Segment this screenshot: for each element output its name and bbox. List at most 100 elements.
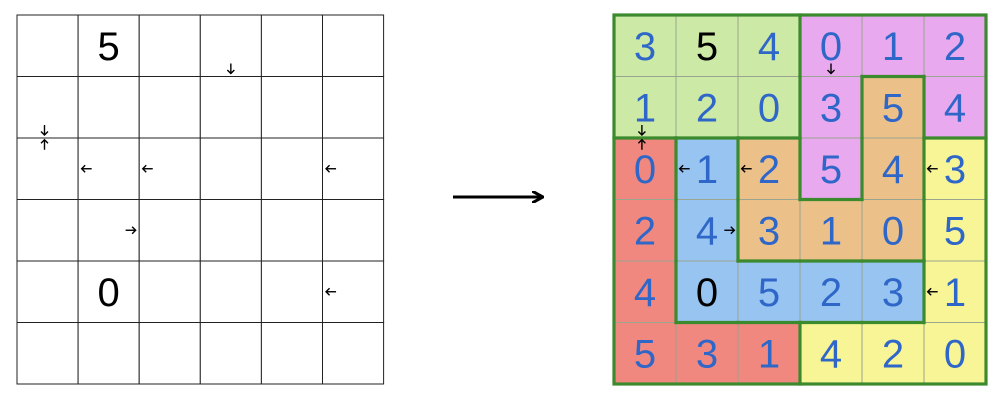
region-cell-blue[interactable] — [800, 261, 862, 323]
region-cell-pink[interactable] — [800, 138, 862, 200]
solved-digit: 3 — [696, 332, 718, 376]
arrow-left-icon — [325, 164, 337, 173]
region-cell-pink[interactable] — [924, 76, 986, 139]
grid-cell[interactable] — [322, 76, 385, 139]
grid-cell[interactable] — [77, 14, 140, 77]
grid-cell[interactable] — [260, 76, 323, 139]
solved-digit: 2 — [944, 25, 966, 69]
grid-cell[interactable] — [199, 76, 262, 139]
region-cell-yellow[interactable] — [924, 199, 986, 262]
grid-cell[interactable] — [16, 137, 79, 200]
grid-cell[interactable] — [16, 76, 79, 139]
region-cell-red[interactable] — [614, 261, 676, 323]
solved-digit: 0 — [882, 209, 904, 253]
grid-cell[interactable] — [260, 260, 323, 323]
region-cell-red[interactable] — [614, 322, 676, 385]
arrow-left-icon — [740, 164, 752, 173]
region-cell-yellow[interactable] — [800, 322, 862, 385]
arrow-down-icon — [637, 125, 646, 136]
solved-digit: 2 — [820, 271, 842, 315]
arrow-up-icon — [637, 138, 646, 150]
region-cell-blue[interactable] — [862, 261, 924, 323]
solved-digit: 1 — [820, 209, 842, 253]
arrow-left-icon — [80, 164, 92, 173]
grid-cell[interactable] — [16, 260, 79, 323]
region-cell-green[interactable] — [676, 76, 738, 139]
grid-cell[interactable] — [138, 322, 201, 385]
solved-digit: 4 — [820, 332, 842, 376]
grid-cell[interactable] — [199, 322, 262, 385]
solved-digit: 1 — [944, 271, 966, 315]
grid-cell[interactable] — [199, 260, 262, 323]
arrow-left-icon — [678, 164, 690, 173]
region-cell-green[interactable] — [614, 15, 676, 77]
region-cell-green[interactable] — [614, 76, 676, 139]
region-cell-red[interactable] — [738, 322, 800, 385]
grid-cell[interactable] — [260, 322, 323, 385]
solved-digit: 4 — [944, 86, 966, 130]
given-digit: 0 — [696, 271, 718, 315]
region-cell-green[interactable] — [676, 15, 738, 77]
arrow-right-icon — [724, 226, 736, 235]
grid-cell[interactable] — [260, 14, 323, 77]
solved-digit: 5 — [944, 209, 966, 253]
arrow-up-icon — [40, 138, 49, 150]
given-digit: 0 — [98, 271, 120, 315]
grid-cell[interactable] — [322, 199, 385, 262]
region-cell-red[interactable] — [614, 199, 676, 262]
region-cell-orange[interactable] — [862, 199, 924, 262]
arrow-down-icon — [226, 63, 235, 75]
grid-cell[interactable] — [322, 322, 385, 385]
arrow-down-icon — [827, 63, 835, 75]
region-cell-red[interactable] — [676, 322, 738, 385]
region-cell-green[interactable] — [738, 76, 800, 139]
grid-cell[interactable] — [138, 199, 201, 262]
grid-cell[interactable] — [16, 322, 79, 385]
solved-digit: 0 — [758, 86, 780, 130]
solution-arrows — [637, 63, 938, 296]
grid-cell[interactable] — [322, 14, 385, 77]
solved-digit: 1 — [696, 148, 718, 192]
region-cell-orange[interactable] — [862, 138, 924, 200]
solved-digit: 1 — [634, 86, 656, 130]
grid-cell[interactable] — [199, 137, 262, 200]
region-cell-orange[interactable] — [800, 199, 862, 262]
grid-cell[interactable] — [16, 14, 79, 77]
region-cell-yellow[interactable] — [924, 322, 986, 385]
grid-cell[interactable] — [77, 322, 140, 385]
solved-digit: 3 — [944, 148, 966, 192]
solved-digit: 4 — [882, 148, 904, 192]
grid-cell[interactable] — [138, 14, 201, 77]
grid-cell[interactable] — [16, 199, 79, 262]
arrow-down-icon — [40, 125, 49, 136]
solved-digit: 1 — [882, 25, 904, 69]
arrow-right-icon — [125, 226, 137, 235]
region-cell-pink[interactable] — [800, 76, 862, 139]
solved-digit: 2 — [882, 332, 904, 376]
grid-cell[interactable] — [260, 199, 323, 262]
given-digit: 5 — [696, 25, 718, 69]
region-cell-blue[interactable] — [738, 261, 800, 323]
solved-digit: 4 — [758, 25, 780, 69]
region-cell-red[interactable] — [614, 138, 676, 200]
arrow-left-icon — [141, 164, 153, 173]
region-cell-orange[interactable] — [862, 76, 924, 139]
region-cell-yellow[interactable] — [862, 322, 924, 385]
solved-digit: 4 — [696, 209, 718, 253]
region-cell-green[interactable] — [738, 15, 800, 77]
solved-digit: 2 — [634, 209, 656, 253]
solved-digit: 2 — [696, 86, 718, 130]
grid-cell[interactable] — [138, 76, 201, 139]
grid-cell[interactable] — [138, 260, 201, 323]
region-cell-blue[interactable] — [676, 261, 738, 323]
region-cell-pink[interactable] — [862, 15, 924, 77]
grid-cell[interactable] — [199, 199, 262, 262]
region-cell-pink[interactable] — [924, 15, 986, 77]
grid-cell[interactable] — [260, 137, 323, 200]
solved-digit: 5 — [758, 271, 780, 315]
grid-cell[interactable] — [77, 76, 140, 139]
region-cell-orange[interactable] — [738, 199, 800, 262]
solved-digit: 0 — [820, 25, 842, 69]
region-borders — [612, 13, 988, 386]
